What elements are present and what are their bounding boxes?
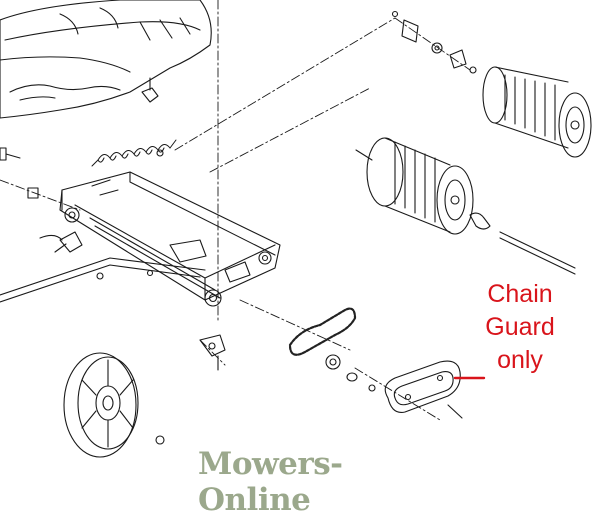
callout-line-3: only — [497, 346, 543, 374]
chain-guard — [384, 360, 463, 419]
rear-wheel — [63, 352, 165, 458]
rear-roller-upper — [482, 66, 592, 158]
callout-line-1: Chain — [487, 280, 553, 308]
callout-line-2: Guard — [485, 313, 555, 341]
exploded-parts-diagram — [0, 0, 592, 458]
chassis-frame — [59, 171, 281, 307]
lower-bracket — [199, 334, 226, 371]
construction-lines — [0, 0, 471, 421]
chain-guard-callout: Chain Guard only — [470, 278, 570, 377]
sprocket-washers — [325, 354, 376, 392]
upper-hub-parts — [391, 10, 477, 74]
tension-spring — [91, 139, 177, 167]
drive-chain — [288, 307, 357, 356]
left-bolt — [0, 147, 164, 199]
roller-axle — [355, 149, 576, 275]
mower-deck — [0, 0, 212, 119]
handle-rod — [0, 231, 207, 303]
deck-clip — [141, 77, 159, 103]
front-roller — [366, 137, 474, 235]
mowers-online-watermark: Mowers-Online — [198, 446, 343, 518]
